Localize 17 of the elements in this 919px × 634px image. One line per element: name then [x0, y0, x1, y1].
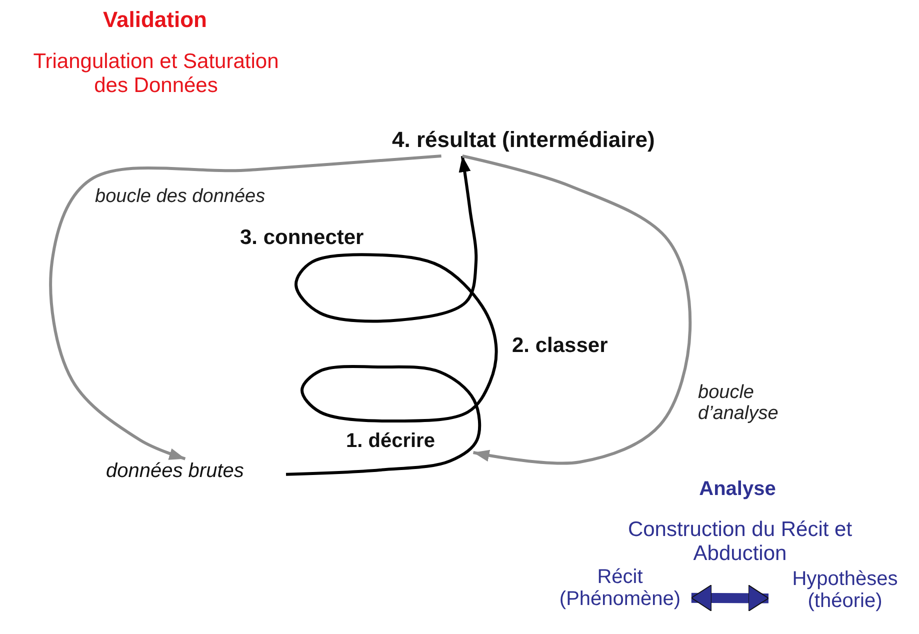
step-label: 2. classer: [512, 334, 609, 358]
concept-label: Récit (Phénomène): [550, 566, 690, 611]
step-label: 3. connecter: [240, 226, 365, 250]
result-label: 4. résultat (intermédiaire): [392, 128, 744, 153]
arrow: [286, 156, 498, 476]
data-source-label: données brutes: [106, 460, 286, 482]
subheading: Construction du Récit et Abduction: [626, 518, 854, 566]
double-arrow: [690, 584, 769, 612]
step-label: 1. décrire: [346, 430, 472, 452]
edge-label: boucle des données: [95, 186, 266, 208]
heading: Analyse: [698, 478, 777, 500]
arrow: [462, 154, 692, 465]
subheading: Triangulation et Saturation des Données: [32, 50, 280, 98]
heading: Validation: [102, 8, 208, 33]
concept-label: Hypothèses (théorie): [770, 568, 919, 613]
arrow: [49, 154, 442, 460]
edge-label: boucle d’analyse: [698, 382, 780, 425]
